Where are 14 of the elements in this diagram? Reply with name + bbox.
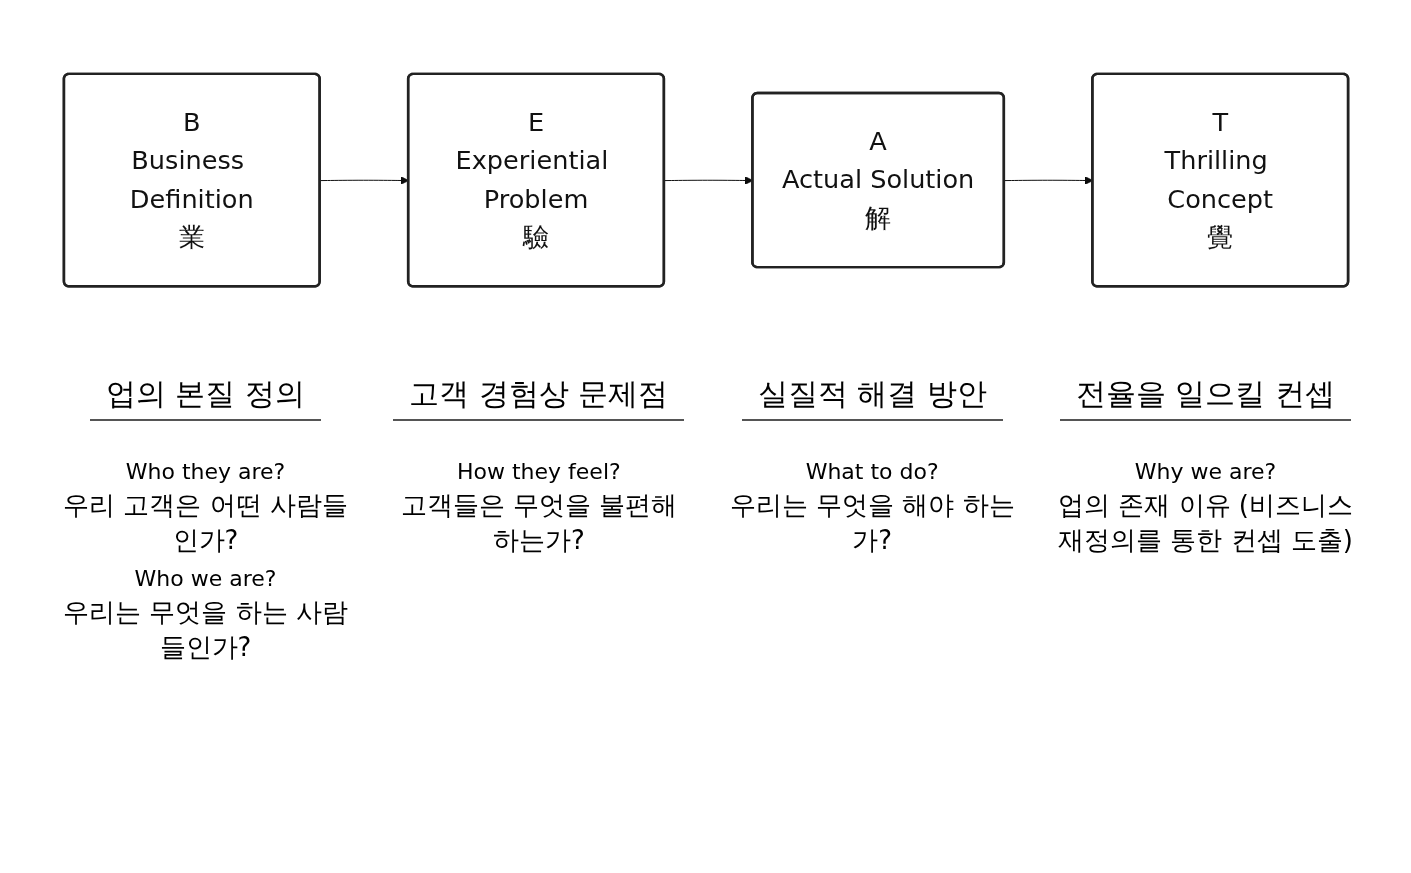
heading-text: 전율을 일으킬 컨셉 xyxy=(1059,370,1351,421)
description-text: Why we are? xyxy=(1134,459,1277,484)
description-text: 우리는 무엇을 하는 사람들인가? xyxy=(62,596,349,664)
description-text: Who they are? xyxy=(125,459,286,484)
description-text: 업의 존재 이유 (비즈니스 재정의를 통한 컨셉 도출) xyxy=(1057,489,1354,557)
description-text: 고객들은 무엇을 불편해 하는가? xyxy=(399,489,679,557)
description-text: Who we are? xyxy=(134,566,277,591)
description-text: 우리는 무엇을 해야 하는가? xyxy=(728,489,1016,557)
heading-text: 고객 경험상 문제점 xyxy=(393,370,685,421)
description-text: How they feel? xyxy=(456,459,621,484)
heading-text: 실질적 해결 방안 xyxy=(741,370,1003,421)
heading-text: 업의 본질 정의 xyxy=(89,370,322,421)
description-text: 우리 고객은 어떤 사람들인가? xyxy=(62,489,349,557)
description-text: What to do? xyxy=(805,459,939,484)
